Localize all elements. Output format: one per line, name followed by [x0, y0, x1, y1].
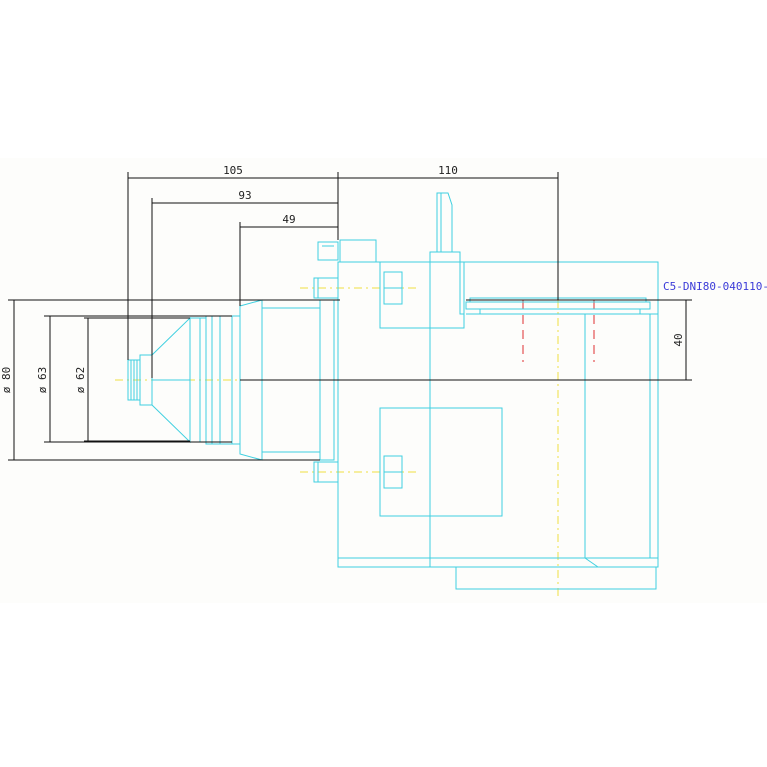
dim-105-label: 105 — [223, 164, 243, 177]
hidden-lines — [522, 300, 595, 362]
part-code-label: C5-DNI80-040110-I — [663, 280, 767, 293]
dim-dia-63-label: ø 63 — [36, 367, 49, 394]
dimension-lines — [8, 172, 692, 461]
centerlines — [115, 287, 559, 600]
dim-93-label: 93 — [238, 189, 251, 202]
dim-40-label: 40 — [672, 333, 685, 346]
main-housing — [313, 192, 659, 590]
dim-49-label: 49 — [282, 213, 295, 226]
dim-dia-62-label: ø 62 — [74, 367, 87, 394]
dim-110-label: 110 — [438, 164, 458, 177]
dim-dia-80-label: ø 80 — [0, 367, 13, 394]
